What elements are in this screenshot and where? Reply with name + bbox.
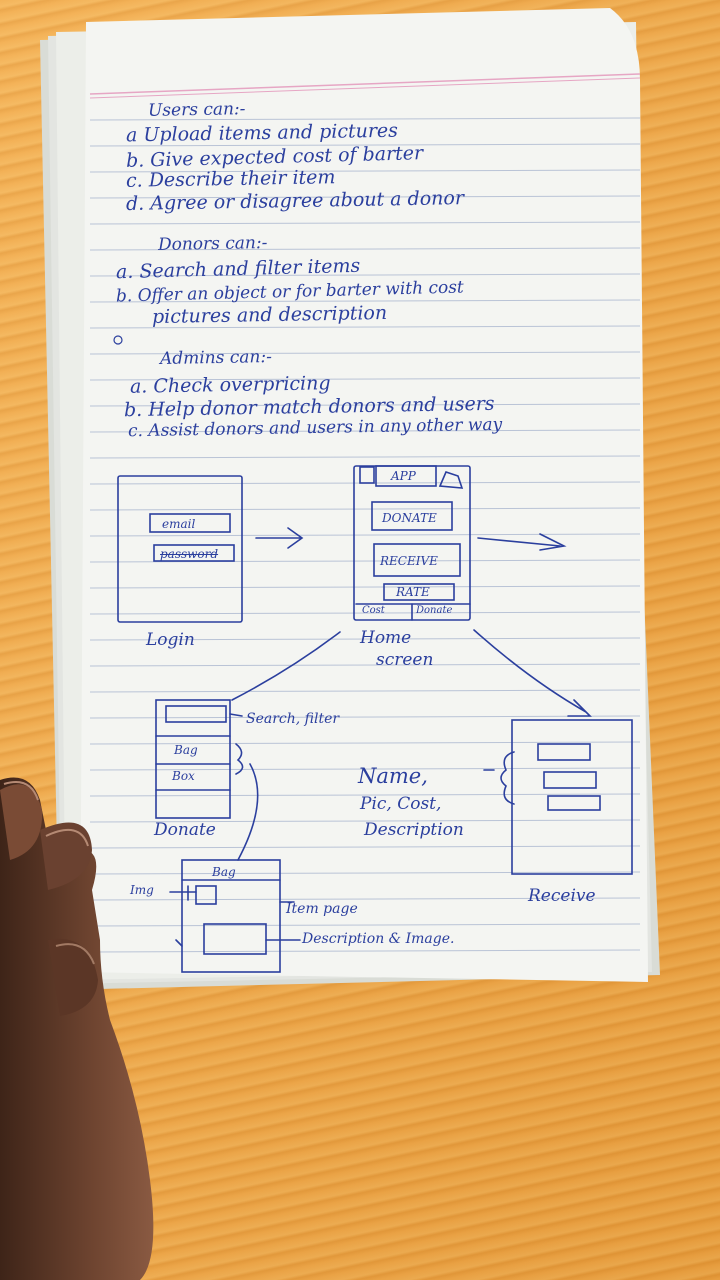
donate-bag-label: Bag [174,743,198,757]
item-description-note: Description & Image. [302,931,455,947]
login-password-label: password [160,547,219,561]
donors-item-b-cont: pictures and description [151,301,388,329]
fields-note-1: Name, [358,764,428,788]
login-email-label: email [162,517,196,531]
home-donate-label: DONATE [382,511,437,525]
email-field-sketch [149,513,231,533]
search-filter-note: Search, filter [246,711,340,727]
home-rate-label: RATE [396,585,430,599]
fields-note-3: Description [364,820,464,840]
notebook-page [80,8,648,982]
item-page-note: Item page [286,901,358,917]
donate-caption: Donate [154,820,216,840]
home-receive-label: RECEIVE [380,554,438,568]
margin-line [89,73,641,95]
donate-box-label: Box [172,769,195,783]
donate-screen-sketch [155,699,231,819]
hand [0,777,154,1280]
receive-screen-sketch [511,719,633,875]
admins-item-a: a. Check overpricing [129,372,331,398]
password-field-sketch [153,544,235,562]
home-caption-2: screen [376,650,434,670]
donors-heading: Donors can:- [157,233,268,255]
home-donate-tab: Donate [416,605,453,616]
receive-caption: Receive [528,886,596,906]
login-caption: Login [146,630,195,650]
home-cost-tab: Cost [362,605,385,616]
donate-button-sketch [371,501,453,531]
home-app-label: APP [391,469,416,483]
receive-button-sketch [373,543,461,577]
admins-heading: Admins can:- [159,347,273,369]
users-heading: Users can:- [147,99,246,121]
users-item-a: a Upload items and pictures [125,119,399,147]
rate-button-sketch [383,583,455,601]
users-item-c: c. Describe their item [125,166,336,192]
item-page-sketch [181,859,281,973]
arrow-login-home [255,527,304,549]
item-img-label: Img [130,883,154,897]
item-bag-label: Bag [212,865,236,879]
arrow-home-right [477,533,567,551]
search-bar-sketch [165,705,227,723]
fields-note-2: Pic, Cost, [360,794,442,814]
home-caption-1: Home [360,628,412,648]
login-screen-sketch [117,475,243,623]
